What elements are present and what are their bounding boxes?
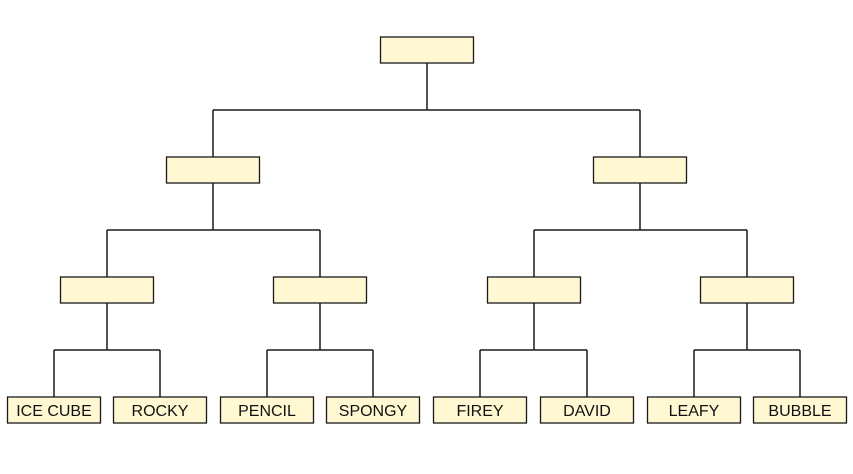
bracket-slot-r1-2: ROCKY bbox=[112, 396, 208, 424]
bracket-slot-r1-5: FIREY bbox=[432, 396, 528, 424]
bracket-slot-r1-6: DAVID bbox=[539, 396, 635, 424]
slot-box bbox=[486, 276, 582, 304]
slot-box bbox=[272, 276, 368, 304]
bracket-slot-r2-1 bbox=[59, 276, 155, 304]
bracket-slot-r2-4 bbox=[699, 276, 795, 304]
bracket-slot-r4-1 bbox=[379, 36, 475, 64]
slot-box bbox=[432, 396, 528, 424]
bracket-slot-r2-2 bbox=[272, 276, 368, 304]
slot-box bbox=[699, 276, 795, 304]
slot-box bbox=[539, 396, 635, 424]
slot-box bbox=[112, 396, 208, 424]
contestant-name: BUBBLE bbox=[768, 403, 831, 420]
contestant-name: DAVID bbox=[563, 403, 611, 420]
slot-box bbox=[592, 156, 688, 184]
bracket-slot-r1-8: BUBBLE bbox=[752, 396, 848, 424]
contestant-name: ROCKY bbox=[132, 403, 189, 420]
bracket-slot-r3-2 bbox=[592, 156, 688, 184]
contestant-name: FIREY bbox=[456, 403, 503, 420]
contestant-name: ICE CUBE bbox=[16, 403, 92, 420]
contestant-name: PENCIL bbox=[238, 403, 296, 420]
bracket-slot-r1-3: PENCIL bbox=[219, 396, 315, 424]
contestant-name: SPONGY bbox=[339, 403, 408, 420]
bracket-slot-r2-3 bbox=[486, 276, 582, 304]
bracket-slot-r3-1 bbox=[165, 156, 261, 184]
slot-box bbox=[219, 396, 315, 424]
slot-box bbox=[6, 396, 102, 424]
bracket-slot-r1-1: ICE CUBE bbox=[6, 396, 102, 424]
slot-box bbox=[165, 156, 261, 184]
bracket-connectors bbox=[53, 63, 801, 397]
bracket-slots: ICE CUBE ROCKY PENCIL SPONGY FIREY DAVID LEAFY… bbox=[6, 36, 848, 424]
bracket-slot-r1-4: SPONGY bbox=[325, 396, 421, 424]
contestant-name: LEAFY bbox=[669, 403, 720, 420]
slot-box bbox=[379, 36, 475, 64]
slot-box bbox=[646, 396, 742, 424]
bracket-slot-r1-7: LEAFY bbox=[646, 396, 742, 424]
slot-box bbox=[752, 396, 848, 424]
slot-box bbox=[325, 396, 421, 424]
slot-box bbox=[59, 276, 155, 304]
